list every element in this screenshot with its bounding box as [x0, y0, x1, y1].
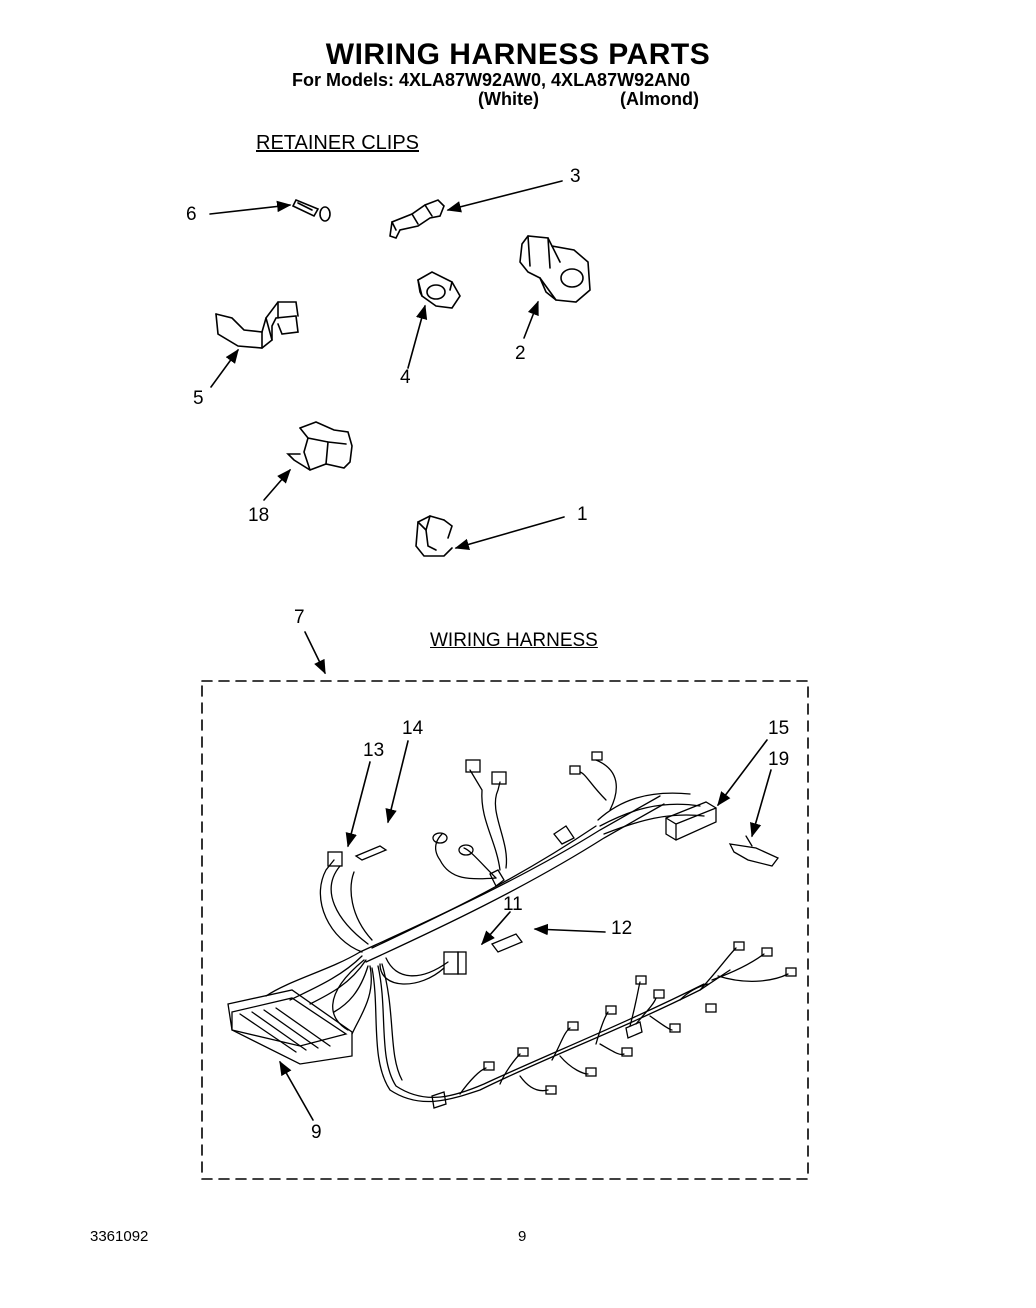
leader-14: [385, 740, 409, 824]
leader-6: [209, 200, 292, 215]
document-number: 3361092: [90, 1228, 149, 1245]
leader-9: [279, 1060, 314, 1121]
leader-2: [523, 300, 539, 339]
retainer-clips-heading: RETAINER CLIPS: [256, 132, 419, 154]
leader-5: [210, 348, 239, 388]
callout-11: 11: [503, 894, 523, 915]
callout-4: 4: [400, 367, 411, 388]
page-number: 9: [518, 1228, 527, 1245]
part-4-ring-clip: [417, 271, 461, 309]
part-6-push-pin: [291, 198, 331, 222]
callout-2: 2: [515, 343, 526, 364]
variant-almond-label: (Almond): [620, 89, 699, 109]
leader-1: [454, 516, 565, 550]
leader-18: [263, 468, 291, 501]
leader-12: [533, 923, 606, 936]
callout-18: 18: [248, 505, 270, 526]
leader-7: [304, 631, 326, 675]
leader-15: [717, 739, 768, 807]
callout-5: 5: [193, 388, 204, 409]
wiring-harness-assembly: [227, 751, 797, 1109]
callout-14: 14: [402, 718, 424, 739]
part-1-c-clip: [415, 515, 453, 557]
page-title: WIRING HARNESS PARTS: [325, 38, 711, 71]
part-5-saddle-clip: [215, 301, 299, 349]
part-3-flat-clip: [389, 199, 445, 239]
part-2-ring-clip: [519, 235, 591, 303]
leader-11: [481, 911, 511, 946]
leader-13: [345, 761, 371, 848]
harness-boundary: [201, 680, 809, 1180]
callout-13: 13: [363, 740, 385, 761]
callout-1: 1: [577, 504, 588, 525]
variant-white-label: (White): [478, 89, 539, 109]
callout-3: 3: [570, 166, 581, 187]
callout-6: 6: [186, 204, 197, 225]
callout-15: 15: [768, 718, 790, 739]
leader-4: [407, 304, 428, 369]
part-18-cable-sleeve: [286, 421, 353, 471]
callout-7: 7: [294, 607, 305, 628]
wiring-harness-heading: WIRING HARNESS: [430, 630, 598, 651]
callout-19: 19: [768, 749, 790, 770]
leader-19: [750, 769, 772, 838]
callout-9: 9: [311, 1122, 322, 1143]
leader-3: [446, 180, 563, 213]
callout-12: 12: [611, 918, 633, 939]
models-line: For Models: 4XLA87W92AW0, 4XLA87W92AN0: [292, 70, 691, 90]
